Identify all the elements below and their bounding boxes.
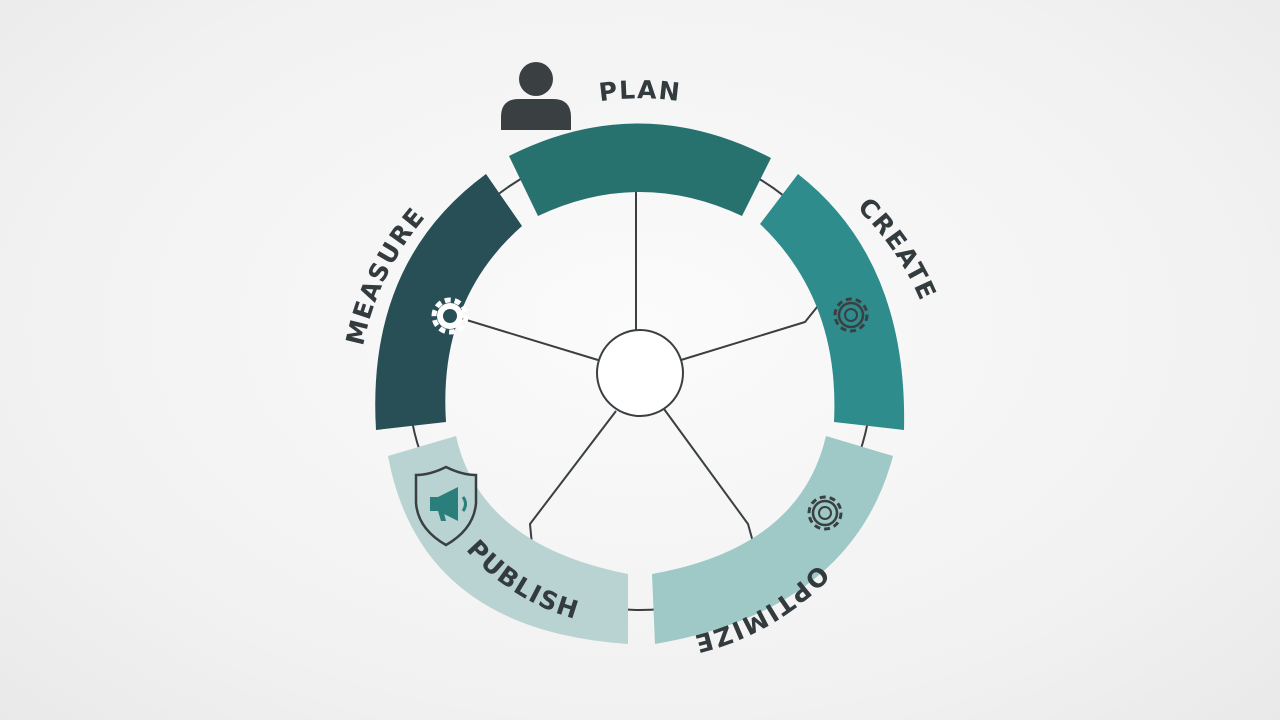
spoke-publish [529, 410, 617, 546]
segment-publish[interactable] [388, 436, 628, 644]
gear-icon [833, 297, 869, 333]
segment-plan[interactable] [509, 123, 771, 216]
spoke-optimize [663, 408, 759, 561]
segment-create[interactable] [760, 174, 905, 430]
hub-circle [596, 329, 684, 417]
gear-icon [807, 495, 843, 531]
megaphone-shield-icon [414, 465, 478, 547]
segment-optimize[interactable] [652, 436, 893, 644]
gear-icon [431, 297, 469, 335]
spoke-measure [459, 317, 599, 361]
label-plan: PLAN [597, 75, 682, 107]
spoke-create [680, 295, 827, 361]
user-icon [501, 62, 571, 130]
